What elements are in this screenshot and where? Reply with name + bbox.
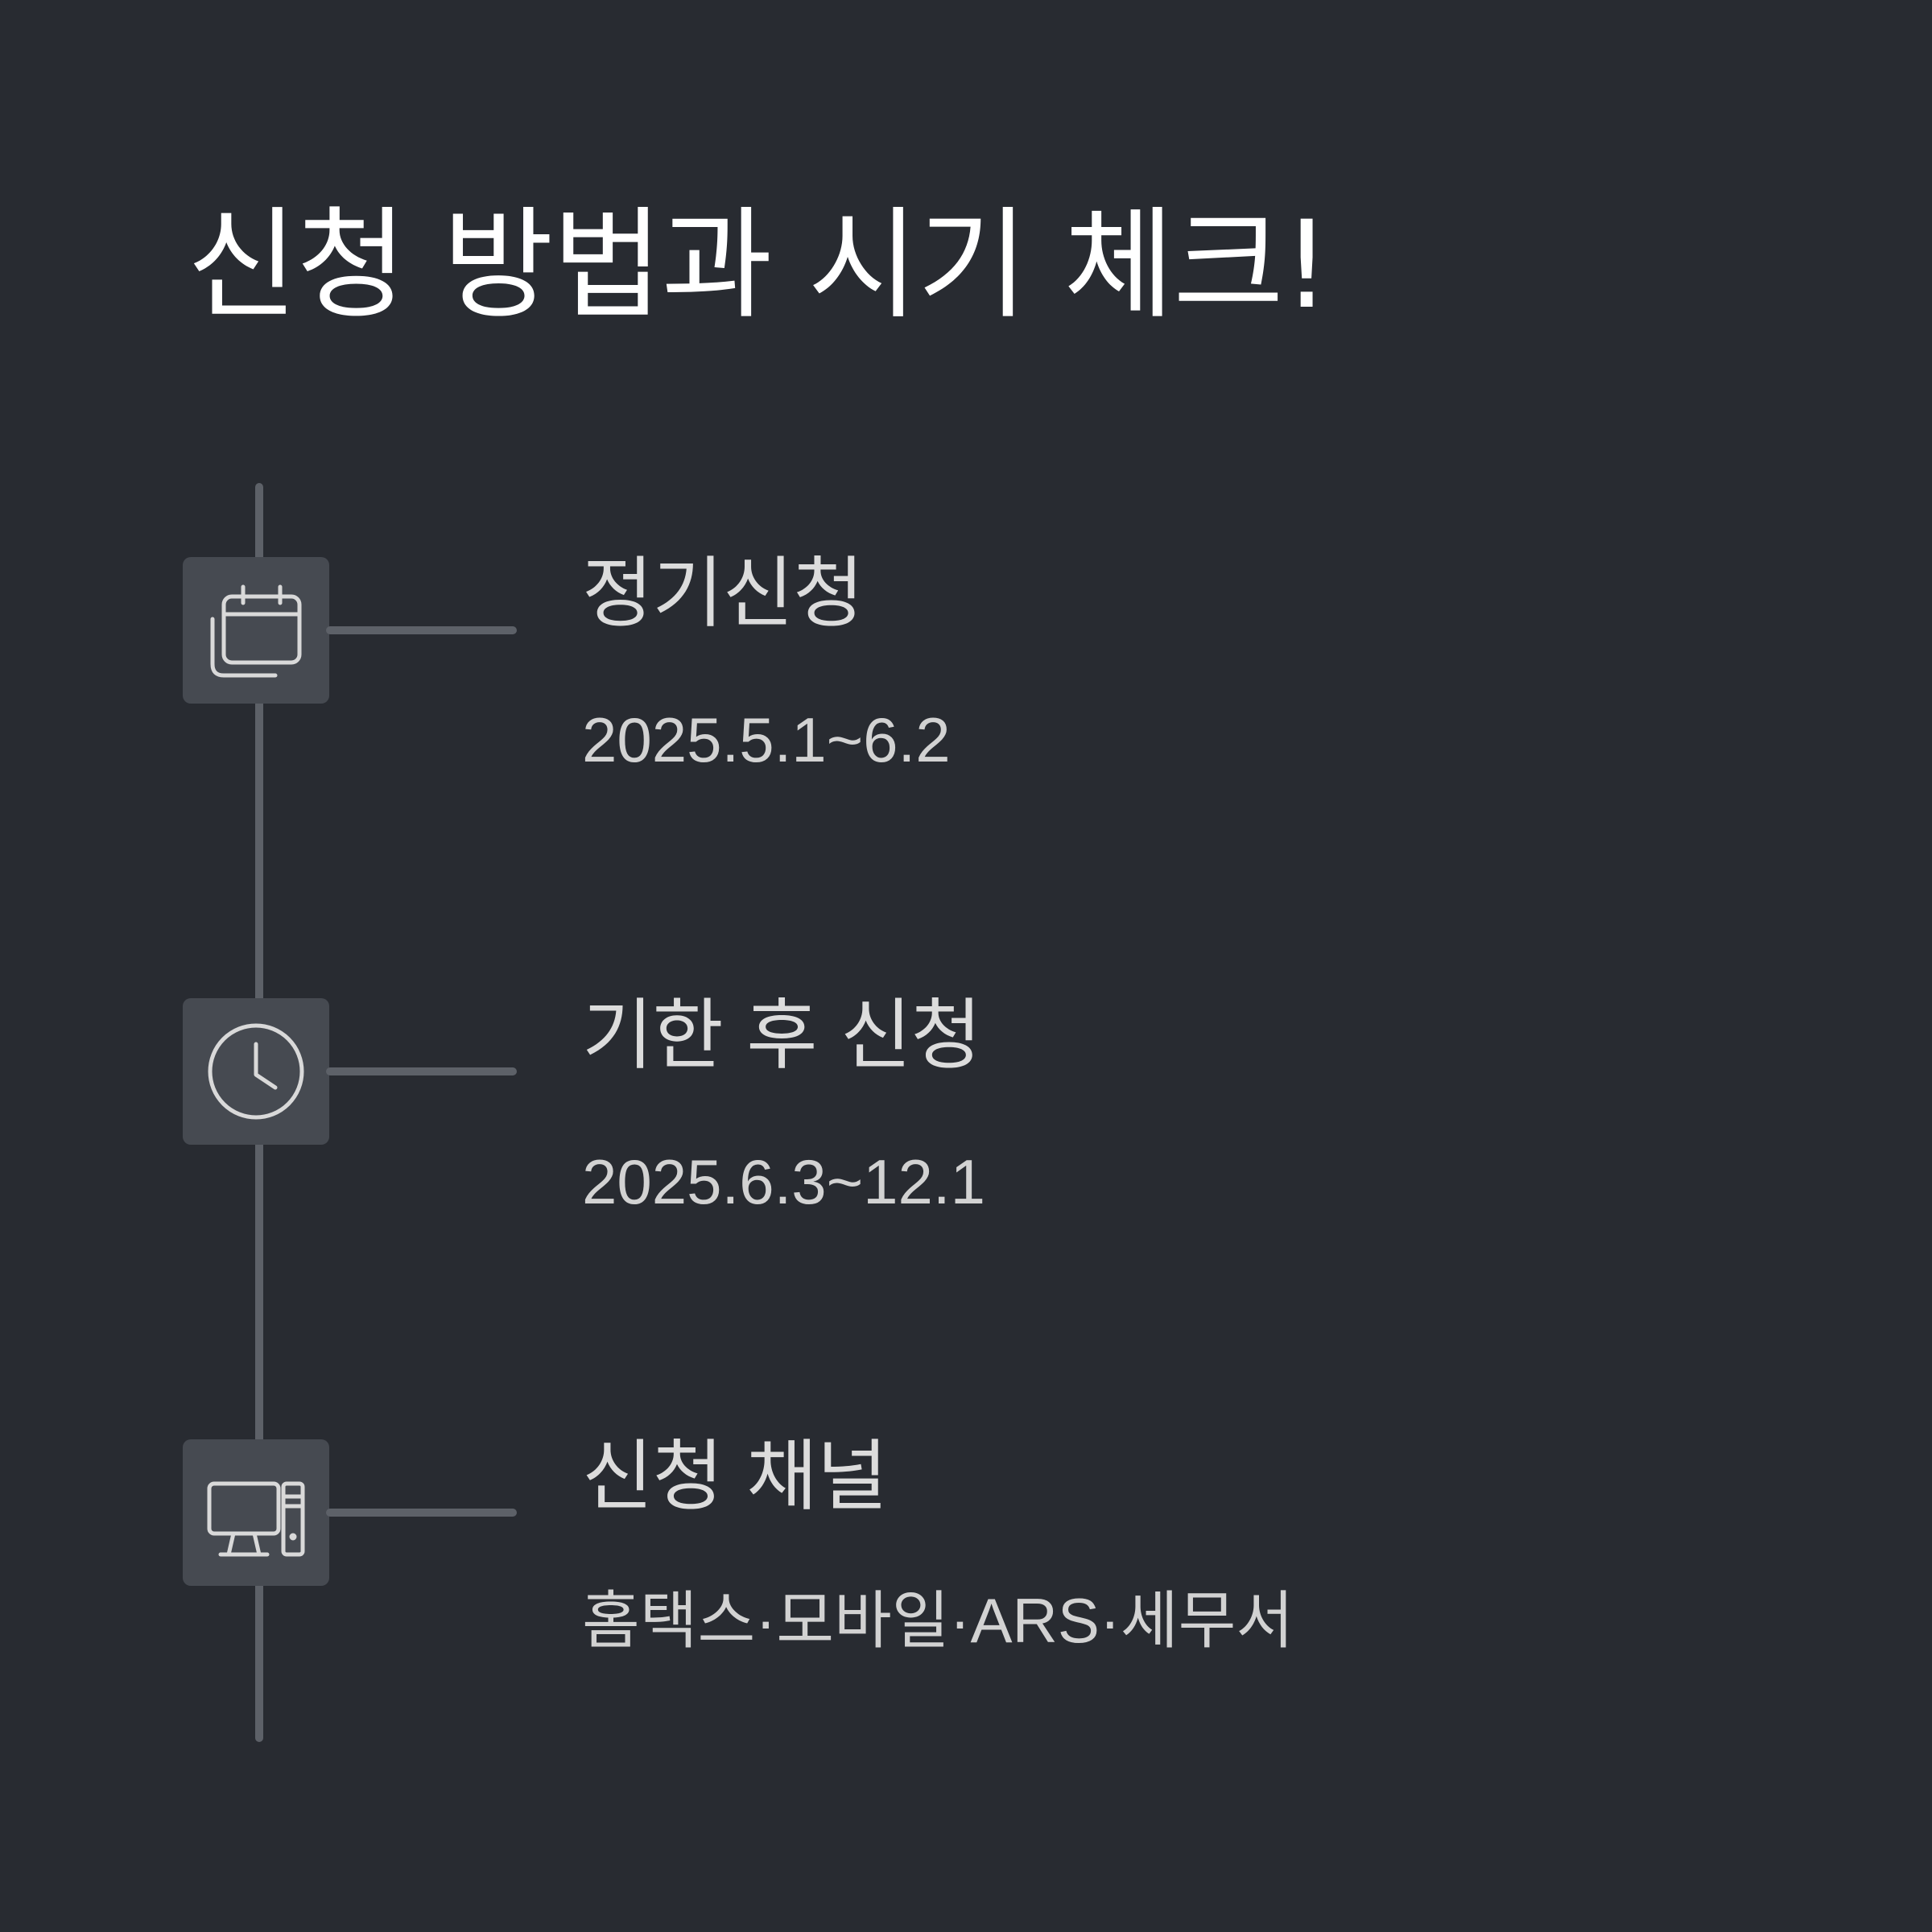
step-3-title: 신청 채널 (582, 1431, 888, 1521)
calendar-icon (210, 584, 302, 678)
step-1-connector (326, 626, 517, 634)
step-2-detail: 2025.6.3~12.1 (582, 1146, 985, 1217)
step-2-icon-box (183, 998, 329, 1145)
computer-icon (207, 1481, 305, 1557)
step-1-icon-box (183, 557, 329, 704)
step-3-connector (326, 1509, 517, 1517)
step-2-title: 기한 후 신청 (582, 990, 982, 1080)
step-3-detail: 홈택스·모바일·ARS·세무서 (582, 1585, 1294, 1656)
step-1-detail: 2025.5.1~6.2 (582, 704, 951, 775)
page-title: 신청 방법과 시기 체크! (187, 196, 1331, 336)
step-3-icon-box (183, 1439, 329, 1586)
step-1-title: 정기신청 (582, 548, 864, 638)
clock-icon (208, 1023, 304, 1120)
step-2-connector (326, 1067, 517, 1075)
